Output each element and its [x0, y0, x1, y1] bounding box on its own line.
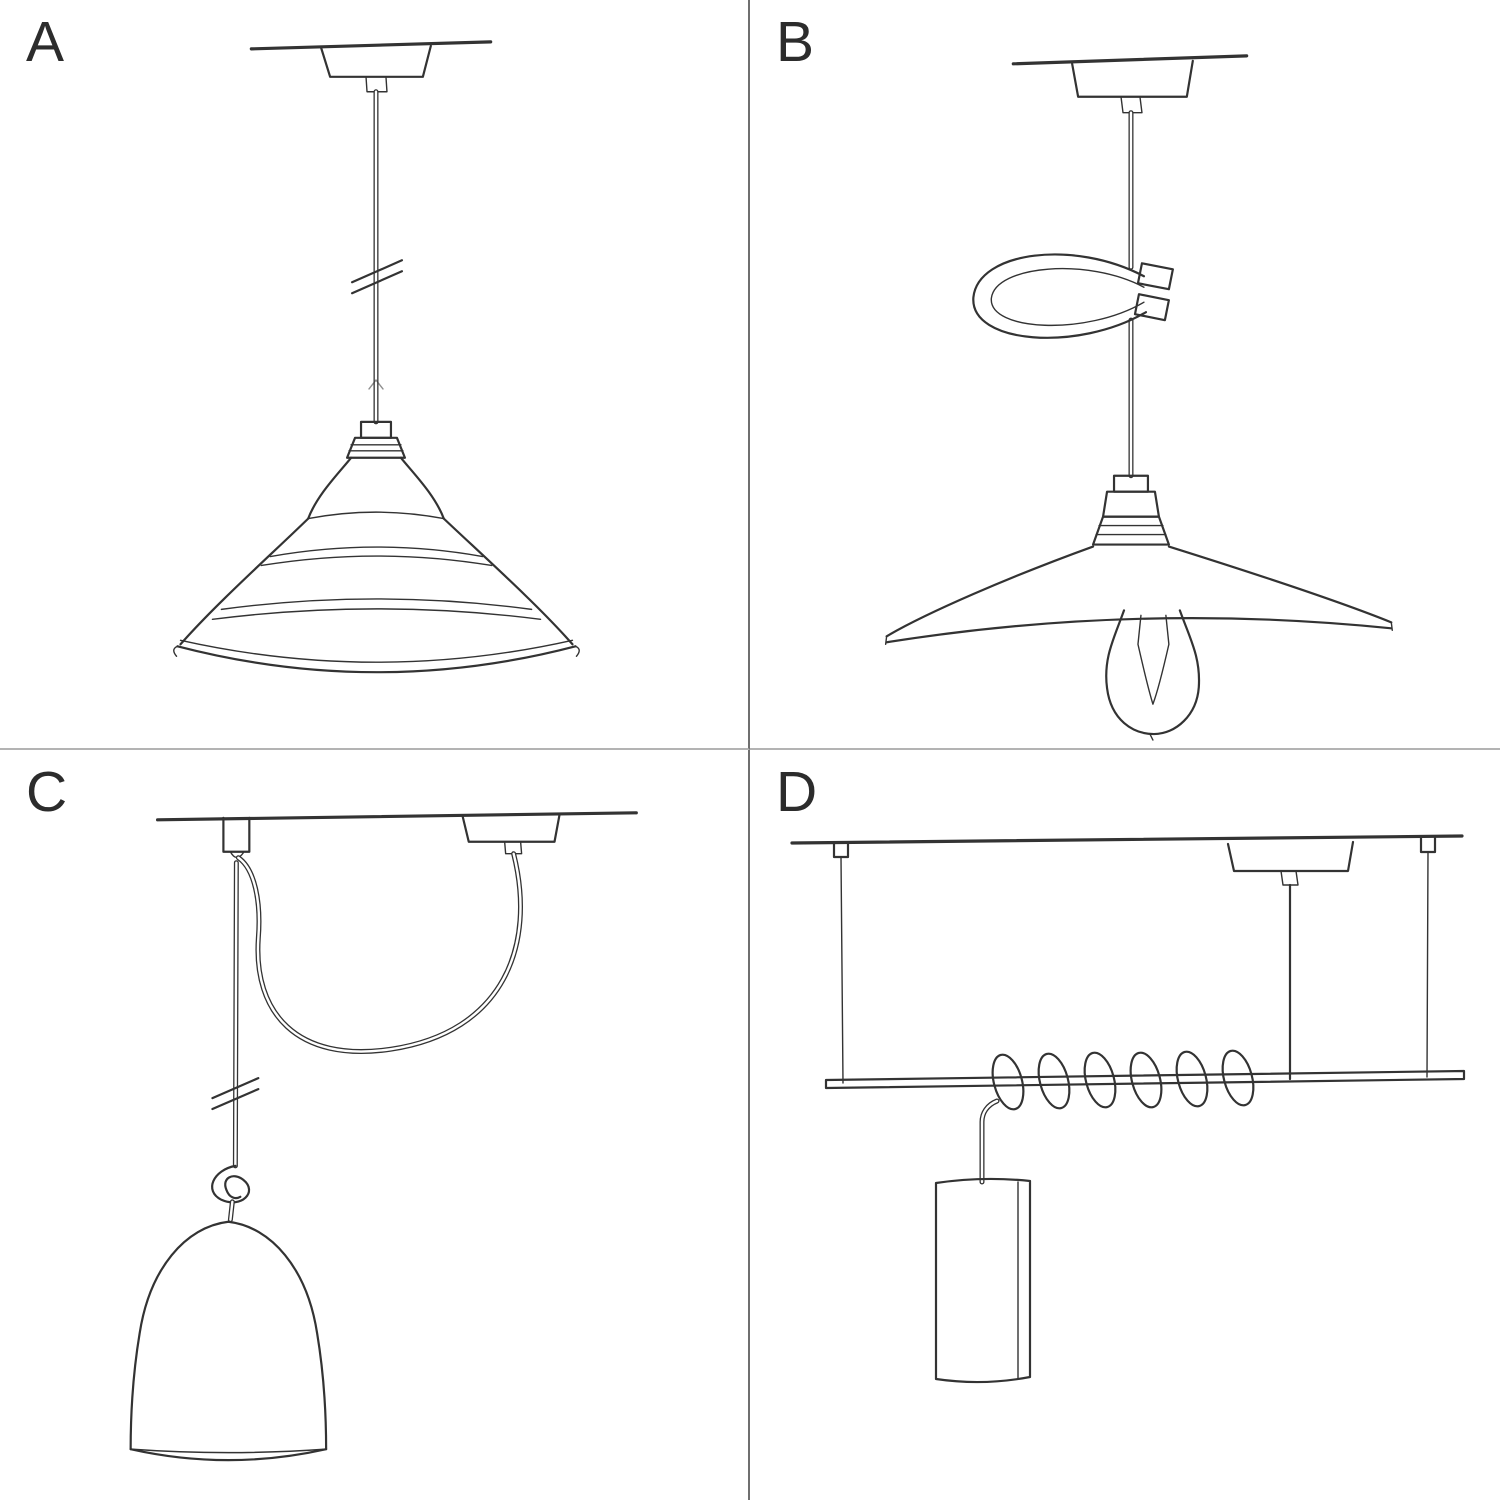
ceiling-rose — [320, 44, 432, 93]
cable-length-marks — [211, 1077, 260, 1111]
panel-c: C — [0, 750, 750, 1500]
ceiling-line — [1011, 54, 1249, 66]
panel-c-illustration — [129, 811, 638, 1462]
hanging-bar — [824, 1069, 1466, 1090]
ceiling-hook — [222, 816, 251, 859]
panel-b: B — [750, 0, 1500, 750]
panel-b-label: B — [776, 10, 816, 74]
lamp-holder — [345, 420, 407, 459]
panel-d-illustration — [790, 834, 1466, 1384]
light-bulb — [1105, 609, 1201, 741]
panel-a-label: A — [26, 10, 66, 74]
panel-b-illustration — [884, 54, 1393, 741]
suspension-wire-left — [832, 841, 850, 1084]
decorative-cable-clip — [972, 253, 1174, 339]
panel-d: D — [750, 750, 1500, 1500]
panel-d-label: D — [776, 760, 819, 824]
tube-shade — [934, 1177, 1032, 1384]
swag-cable — [235, 851, 523, 1054]
ceiling-rose — [1226, 840, 1355, 886]
panel-c-label: C — [26, 760, 69, 824]
ceiling-line — [249, 40, 493, 51]
drop-cable — [232, 860, 239, 1169]
ceiling-line — [155, 811, 638, 822]
ceiling-rose — [1071, 59, 1194, 114]
flat-plate-shade — [884, 545, 1393, 645]
cable-length-marks — [350, 259, 404, 390]
panel-a: A — [0, 0, 750, 750]
lamp-holder — [1091, 474, 1170, 546]
cable-knot — [211, 1164, 251, 1223]
bell-shade — [129, 1220, 328, 1462]
panel-a-illustration — [173, 40, 580, 674]
suspension-wire-right — [1419, 836, 1437, 1078]
coiled-cable — [991, 1049, 1255, 1111]
industrial-shade — [173, 456, 580, 674]
ceiling-line — [790, 834, 1464, 845]
ceiling-rose — [461, 813, 561, 855]
drop-cable — [979, 1098, 1000, 1185]
